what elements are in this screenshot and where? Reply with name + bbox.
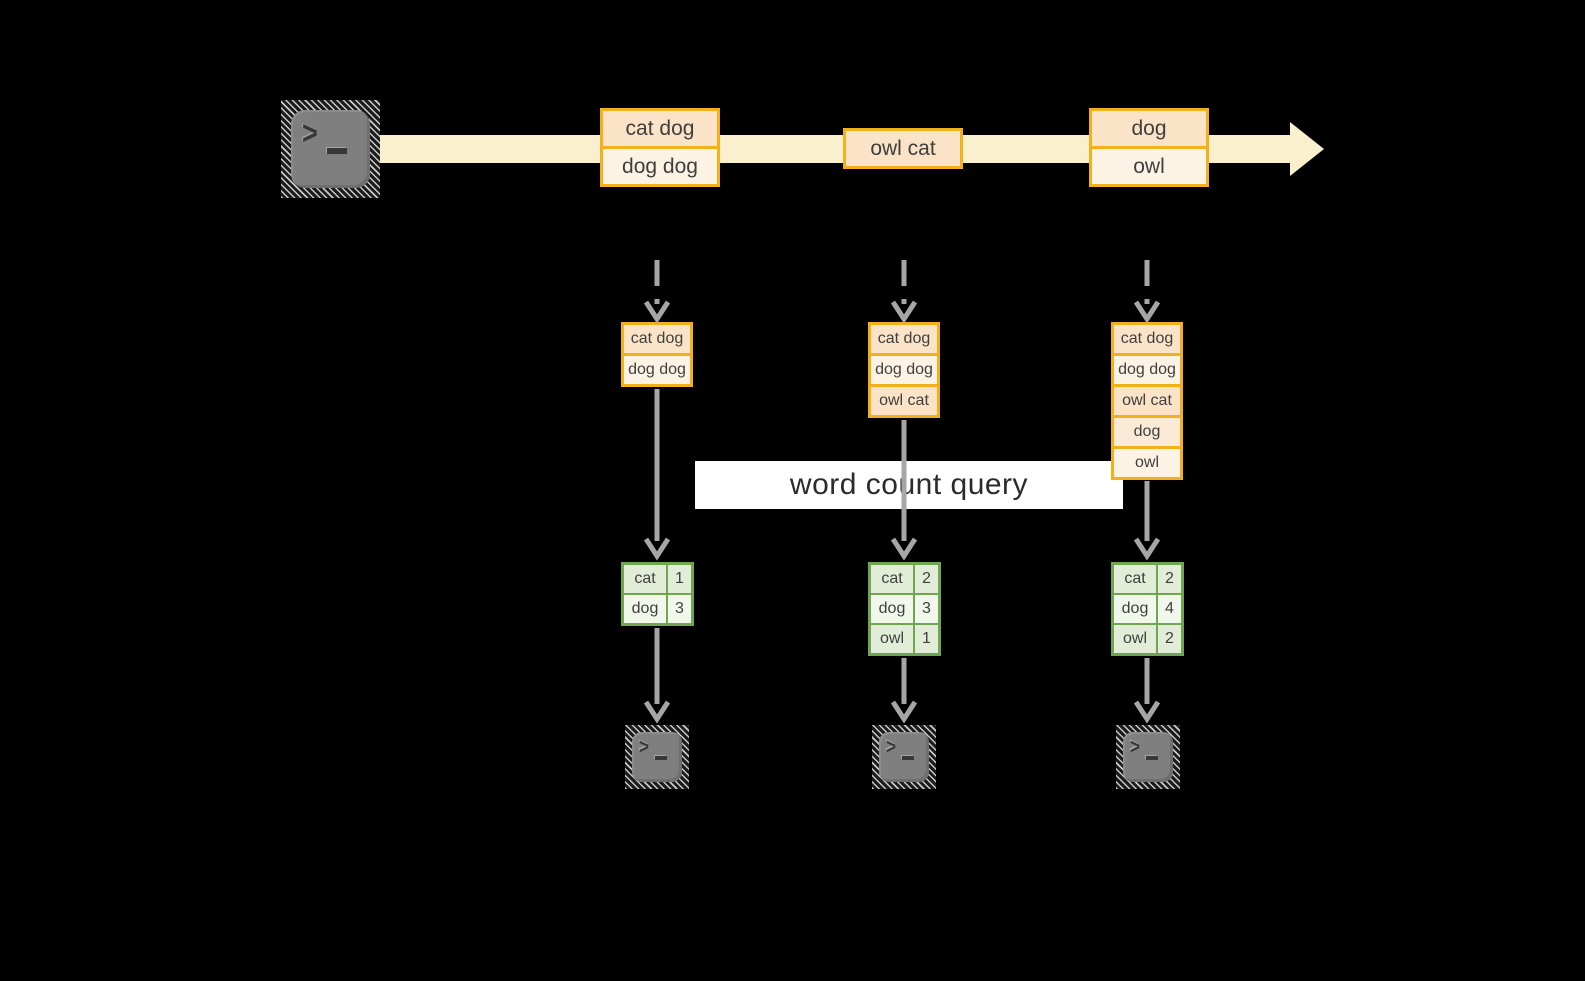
state-cell: owl cat [871,387,937,415]
stream-source-terminal-icon: > [281,100,380,198]
terminal-icon-body: > [291,110,370,188]
stream-message-line: owl [1092,149,1206,184]
state-box: cat dog dog dog owl cat dog owl [1111,322,1183,480]
state-cell: cat dog [871,325,937,353]
count-value-cell: 3 [915,595,938,623]
flow-arrow-counts-to-sink-col2-icon [890,658,918,724]
count-value-cell: 4 [1158,595,1181,623]
dashed-arrow-col3-icon [1133,260,1161,324]
terminal-icon-body: > [879,732,929,782]
count-value-cell: 2 [1158,565,1181,593]
stream-timeline-arrowhead-icon [1290,122,1324,176]
state-cell: dog dog [871,356,937,384]
terminal-cursor-icon [655,756,667,760]
count-word-cell: dog [1114,595,1156,623]
state-cell: owl [1114,449,1180,477]
sink-terminal-icon: > [625,725,689,789]
terminal-prompt-icon: > [302,114,318,152]
flow-arrow-counts-to-sink-col3-icon [1133,658,1161,724]
state-cell: dog dog [1114,356,1180,384]
stream-message-line: dog [1092,111,1206,146]
terminal-prompt-icon: > [639,734,649,759]
count-value-cell: 3 [668,595,691,623]
count-word-cell: cat [1114,565,1156,593]
count-value-cell: 1 [668,565,691,593]
stream-message-box: owl cat [843,128,963,169]
state-cell: cat dog [1114,325,1180,353]
query-banner: word count query [695,461,1123,509]
terminal-cursor-icon [1146,756,1158,760]
count-word-cell: cat [871,565,913,593]
count-value-cell: 2 [915,565,938,593]
stream-message-line: dog dog [603,149,717,184]
state-cell: dog dog [624,356,690,384]
terminal-prompt-icon: > [886,734,896,759]
state-cell: dog [1114,418,1180,446]
flow-arrow-counts-to-sink-col1-icon [643,628,671,724]
state-cell: cat dog [624,325,690,353]
terminal-cursor-icon [327,148,347,154]
flow-arrow-state-to-counts-col1-icon [643,389,671,561]
terminal-cursor-icon [902,756,914,760]
count-word-cell: dog [871,595,913,623]
state-cell: owl cat [1114,387,1180,415]
stream-message-line: cat dog [603,111,717,146]
dashed-arrow-col2-icon [890,260,918,324]
count-word-cell: cat [624,565,666,593]
state-box: cat dog dog dog owl cat [868,322,940,418]
dashed-arrow-col1-icon [643,260,671,324]
query-banner-label: word count query [789,468,1029,501]
sink-terminal-icon: > [872,725,936,789]
state-box: cat dog dog dog [621,322,693,387]
count-word-cell: owl [1114,625,1156,653]
sink-terminal-icon: > [1116,725,1180,789]
terminal-icon-body: > [1123,732,1173,782]
flow-arrow-state-to-counts-col3-icon [1133,481,1161,561]
stream-message-line: owl cat [846,131,960,166]
count-word-cell: dog [624,595,666,623]
count-word-cell: owl [871,625,913,653]
terminal-icon-body: > [632,732,682,782]
terminal-prompt-icon: > [1130,734,1140,759]
count-value-cell: 2 [1158,625,1181,653]
flow-arrow-state-to-counts-col2-icon [890,420,918,561]
count-value-cell: 1 [915,625,938,653]
